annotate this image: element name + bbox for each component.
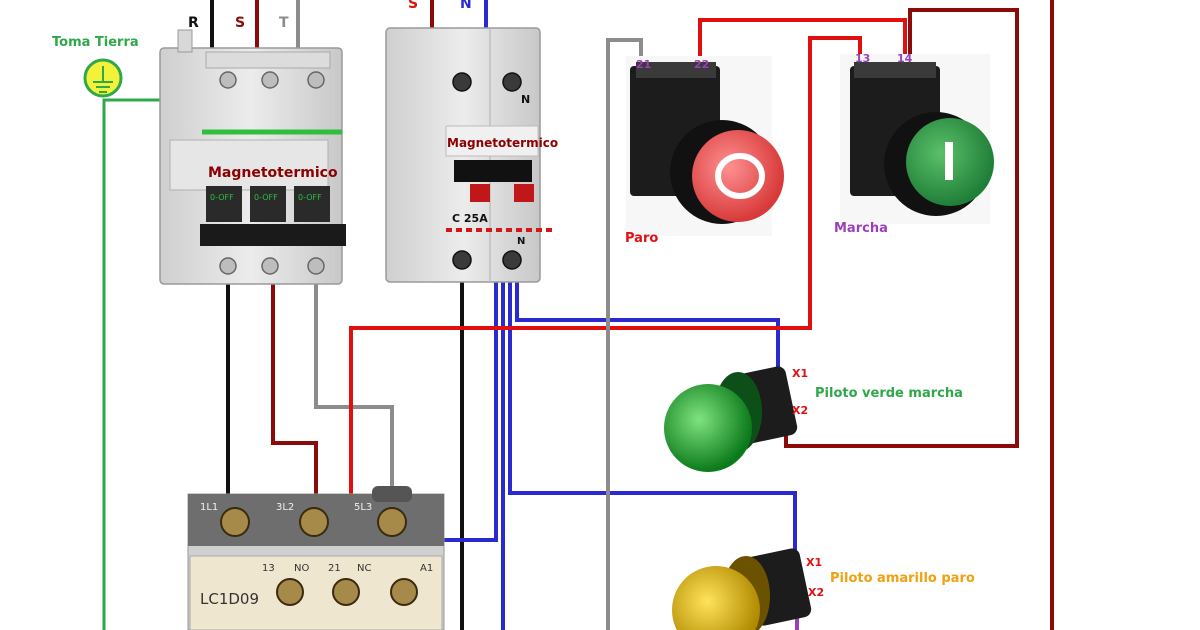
screw-icon: [261, 257, 279, 275]
contactor: [187, 486, 445, 630]
aux-label-no: NO: [294, 563, 309, 574]
start-symbol-icon: [945, 142, 953, 180]
stop-symbol-icon: [715, 153, 765, 199]
screw-icon: [332, 578, 360, 606]
screw-icon: [307, 71, 325, 89]
breaker-3-pole: 0-OFF 0-OFF 0-OFF: [159, 29, 346, 285]
breaker-2p-label: Magnetotermico: [447, 136, 558, 150]
switch-text: 0-OFF: [254, 193, 278, 202]
aux-label-a1: A1: [420, 563, 433, 574]
wires: [102, 0, 1054, 630]
switch-text: 0-OFF: [210, 193, 234, 202]
phase-label-r: R: [188, 15, 199, 31]
wire-neutral-yellow: [508, 282, 797, 550]
screw-icon: [261, 71, 279, 89]
pilot-green: [664, 366, 798, 472]
screw-icon: [452, 72, 472, 92]
neutral-mark: N: [521, 93, 530, 106]
phase-label-n: N: [460, 0, 472, 12]
green-terminal-x1: X1: [792, 367, 808, 380]
screw-icon: [452, 250, 472, 270]
yellow-terminal-x2: X2: [808, 586, 824, 599]
green-terminal-x2: X2: [792, 404, 808, 417]
wire-t-out: [314, 282, 394, 497]
pilot-yellow-label: Piloto amarillo paro: [830, 571, 975, 586]
screw-icon: [219, 257, 237, 275]
breaker-3p-label: Magnetotermico: [208, 165, 338, 181]
screw-icon: [390, 578, 418, 606]
screw-icon: [502, 72, 522, 92]
stop-terminal-22: 22: [694, 58, 709, 71]
breaker-2-pole: [385, 27, 556, 283]
start-label: Marcha: [834, 221, 888, 236]
screw-icon: [307, 257, 325, 275]
start-terminal-14: 14: [897, 52, 913, 65]
screw-icon: [377, 507, 407, 537]
screw-icon: [219, 71, 237, 89]
wire-stop-in: [606, 38, 643, 630]
aux-label-nc: NC: [357, 563, 371, 574]
wire-s-out: [271, 282, 318, 500]
yellow-terminal-x1: X1: [806, 556, 822, 569]
wire-start-to-green: [784, 8, 1019, 448]
aux-label-21: 21: [328, 563, 341, 574]
contactor-model: LC1D09: [200, 590, 259, 608]
stop-label: Paro: [625, 231, 658, 246]
earth-wire: [102, 98, 160, 630]
stop-terminal-21: 21: [636, 58, 651, 71]
screw-icon: [220, 507, 250, 537]
wire-control-red: [349, 36, 862, 565]
contactor-terminal-3l2: 3L2: [276, 502, 294, 513]
aux-label-13: 13: [262, 563, 275, 574]
contactor-terminal-5l3: 5L3: [354, 502, 372, 513]
wire-stop-to-start: [698, 18, 907, 62]
pilot-green-label: Piloto verde marcha: [815, 386, 963, 401]
phase-label-s2: S: [408, 0, 418, 12]
stop-button: [626, 56, 784, 236]
earth-label: Toma Tierra: [52, 35, 139, 50]
screw-icon: [299, 507, 329, 537]
contactor-terminal-1l1: 1L1: [200, 502, 218, 513]
phase-label-s: S: [235, 15, 245, 31]
switch-text: 0-OFF: [298, 193, 322, 202]
screw-icon: [276, 578, 304, 606]
neutral-mark: N: [517, 236, 525, 247]
wire-neutral-green: [515, 282, 780, 368]
breaker-2p-rating: C 25A: [452, 212, 488, 225]
earth-symbol: [83, 58, 123, 98]
screw-icon: [502, 250, 522, 270]
phase-label-t: T: [279, 15, 289, 31]
start-button: [840, 54, 994, 224]
start-terminal-13: 13: [855, 52, 870, 65]
pilot-yellow: [672, 548, 812, 630]
